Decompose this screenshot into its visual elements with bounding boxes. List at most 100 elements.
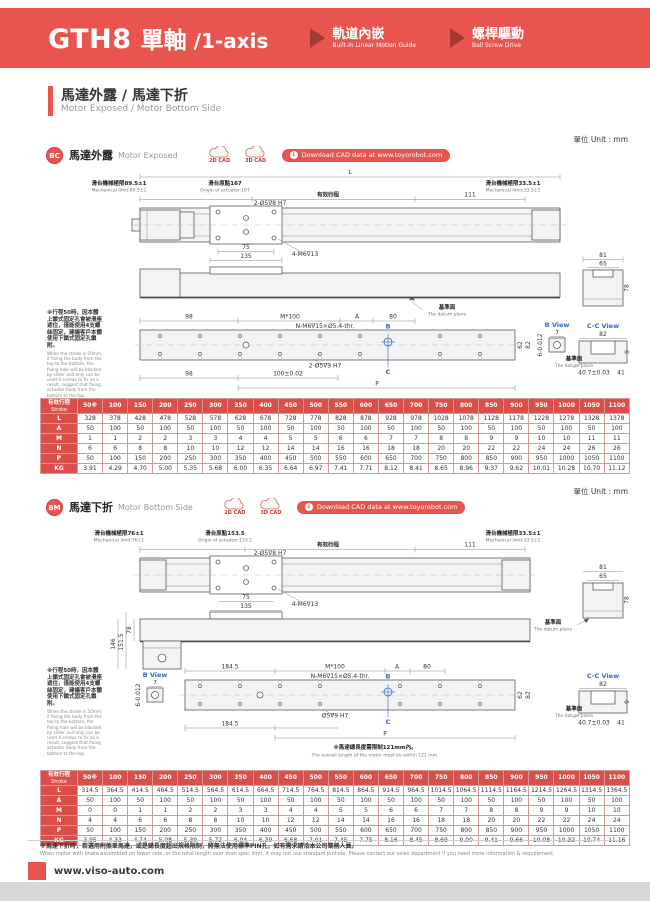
spec-value: 664.5 [252, 785, 279, 796]
stroke-col-header: 100 [102, 770, 129, 786]
bm-note-en: When the stroke is 50mm, if fixing the b… [47, 709, 103, 756]
dim-thread: N-M6∇15×Ø5.4-thr. [296, 323, 355, 330]
spec-value: 4 [277, 805, 304, 816]
dim-P: P [375, 381, 379, 388]
spec-value: 3.91 [76, 463, 104, 474]
bm-section-markers: B C [386, 673, 391, 727]
dim-111: 111 [464, 192, 476, 199]
spec-value: 7 [428, 805, 455, 816]
spec-value: 878 [352, 413, 379, 424]
spec-value: 9 [503, 433, 530, 444]
stroke-col-header: 400 [252, 398, 279, 414]
spec-value: 800 [453, 825, 480, 836]
dim-80: 80 [389, 314, 397, 321]
spec-value: 100 [202, 795, 229, 806]
spec-value: 714.5 [277, 785, 304, 796]
bc-section-markers: B C [386, 323, 391, 377]
cad-3d-button[interactable]: 3D CAD [240, 146, 272, 164]
dim-65: 65 [599, 261, 607, 268]
dim-75: 75 [242, 594, 250, 601]
dim-origin-en: Origin of actuator:167 [200, 188, 250, 194]
row-label: M [40, 805, 78, 816]
dim-82-right: 82 [525, 691, 532, 699]
row-label: P [40, 453, 78, 464]
spec-value: 50 [578, 423, 605, 434]
bc-end-view: 81 65 78 [582, 252, 630, 307]
stroke-col-header: 1000 [553, 770, 580, 786]
spec-value: 5.68 [202, 463, 229, 474]
cc-view-label: C-C View [587, 322, 619, 330]
spec-value: 200 [152, 453, 179, 464]
spec-value: 100 [503, 423, 530, 434]
spec-value: 0 [76, 805, 104, 816]
spec-value: 678 [252, 413, 279, 424]
download-cad-button[interactable]: ↓ Download CAD data at www.toyorobot.com [296, 500, 466, 514]
dim-62: 62 [517, 691, 524, 699]
cad-2d-button[interactable]: 2D CAD [219, 498, 251, 516]
spec-value: 50 [127, 795, 154, 806]
spec-value: 22 [553, 815, 580, 826]
spec-value: 6 [102, 443, 129, 454]
spec-value: 9.37 [478, 463, 505, 474]
feature-badge-guide: 軌道內嵌 Built-in Linear Motion Guide [310, 27, 416, 49]
spec-value: 1314.5 [578, 785, 605, 796]
footer-note-en: When motor with brake assembled on lower… [40, 851, 555, 857]
spec-value: 900 [503, 825, 530, 836]
stroke-col-header: 400 [252, 770, 279, 786]
spec-value: 100 [102, 795, 129, 806]
row-label: M [40, 433, 78, 444]
spec-value: 6.64 [277, 463, 304, 474]
section-title-en: Motor Exposed / Motor Bottom Side [61, 103, 221, 114]
spec-value: 1214.5 [528, 785, 555, 796]
brand-logo [28, 862, 46, 880]
motor-length-note-cn: ※馬達總長度需限制121mm內。 [333, 743, 416, 751]
row-label: N [40, 443, 78, 454]
spec-value: 1164.5 [503, 785, 530, 796]
spec-value: 4.29 [102, 463, 129, 474]
spec-value: 400 [252, 825, 279, 836]
cad-3d-button[interactable]: 3D CAD [255, 498, 287, 516]
stroke-col-header: 700 [403, 770, 430, 786]
row-label: L [40, 413, 78, 424]
bc-note-en: When the stroke is 50mm, if fixing the b… [47, 351, 103, 398]
spec-value: 700 [403, 453, 430, 464]
dim-mech-right-en: Mechanical limit:33.5±1 [486, 538, 541, 544]
dim-98-bottom: 98 [185, 371, 193, 378]
spec-value: 24 [578, 815, 605, 826]
download-icon: ↓ [304, 503, 313, 511]
spec-value: 1128 [478, 413, 505, 424]
spec-value: 5 [352, 805, 379, 816]
spec-value: 764.5 [302, 785, 329, 796]
cad-2d-button[interactable]: 2D CAD [204, 146, 236, 164]
spec-value: 3 [177, 433, 204, 444]
page-header: GTH8 單軸 /1-axis 軌道內嵌 Built-in Linear Mot… [0, 8, 650, 68]
dim-6-tolerance: 6-0.012 [135, 683, 142, 706]
spec-value: 8 [453, 433, 480, 444]
spec-value: 700 [403, 825, 430, 836]
spec-value: 8 [503, 805, 530, 816]
spec-value: 100 [252, 423, 279, 434]
section-heading: 馬達外露 / 馬達下折 Motor Exposed / Motor Bottom… [48, 86, 221, 116]
stroke-col-header: 800 [453, 770, 480, 786]
spec-value: 6 [76, 443, 104, 454]
dim-stroke-en: Stroke [325, 193, 340, 199]
spec-value: 4 [302, 805, 329, 816]
spec-value: 50 [76, 825, 104, 836]
arrow-right-icon [449, 28, 465, 48]
cloud-icon [224, 498, 244, 510]
spec-value: 10 [252, 815, 279, 826]
row-label: A [40, 423, 78, 434]
spec-value: 22 [503, 443, 530, 454]
dim-mech-left-en: Mechanical limit:89.5±1 [92, 188, 147, 194]
spec-value: 100 [503, 795, 530, 806]
download-cad-button[interactable]: ↓ Download CAD data at www.toyorobot.com [281, 148, 451, 162]
spec-value: 10 [578, 805, 605, 816]
spec-value: 350 [227, 825, 254, 836]
spec-value: 4 [252, 433, 279, 444]
spec-value: 8.96 [453, 463, 480, 474]
stroke-col-header: 500 [302, 770, 329, 786]
spec-value: 300 [202, 453, 229, 464]
spec-value: 2 [127, 433, 154, 444]
